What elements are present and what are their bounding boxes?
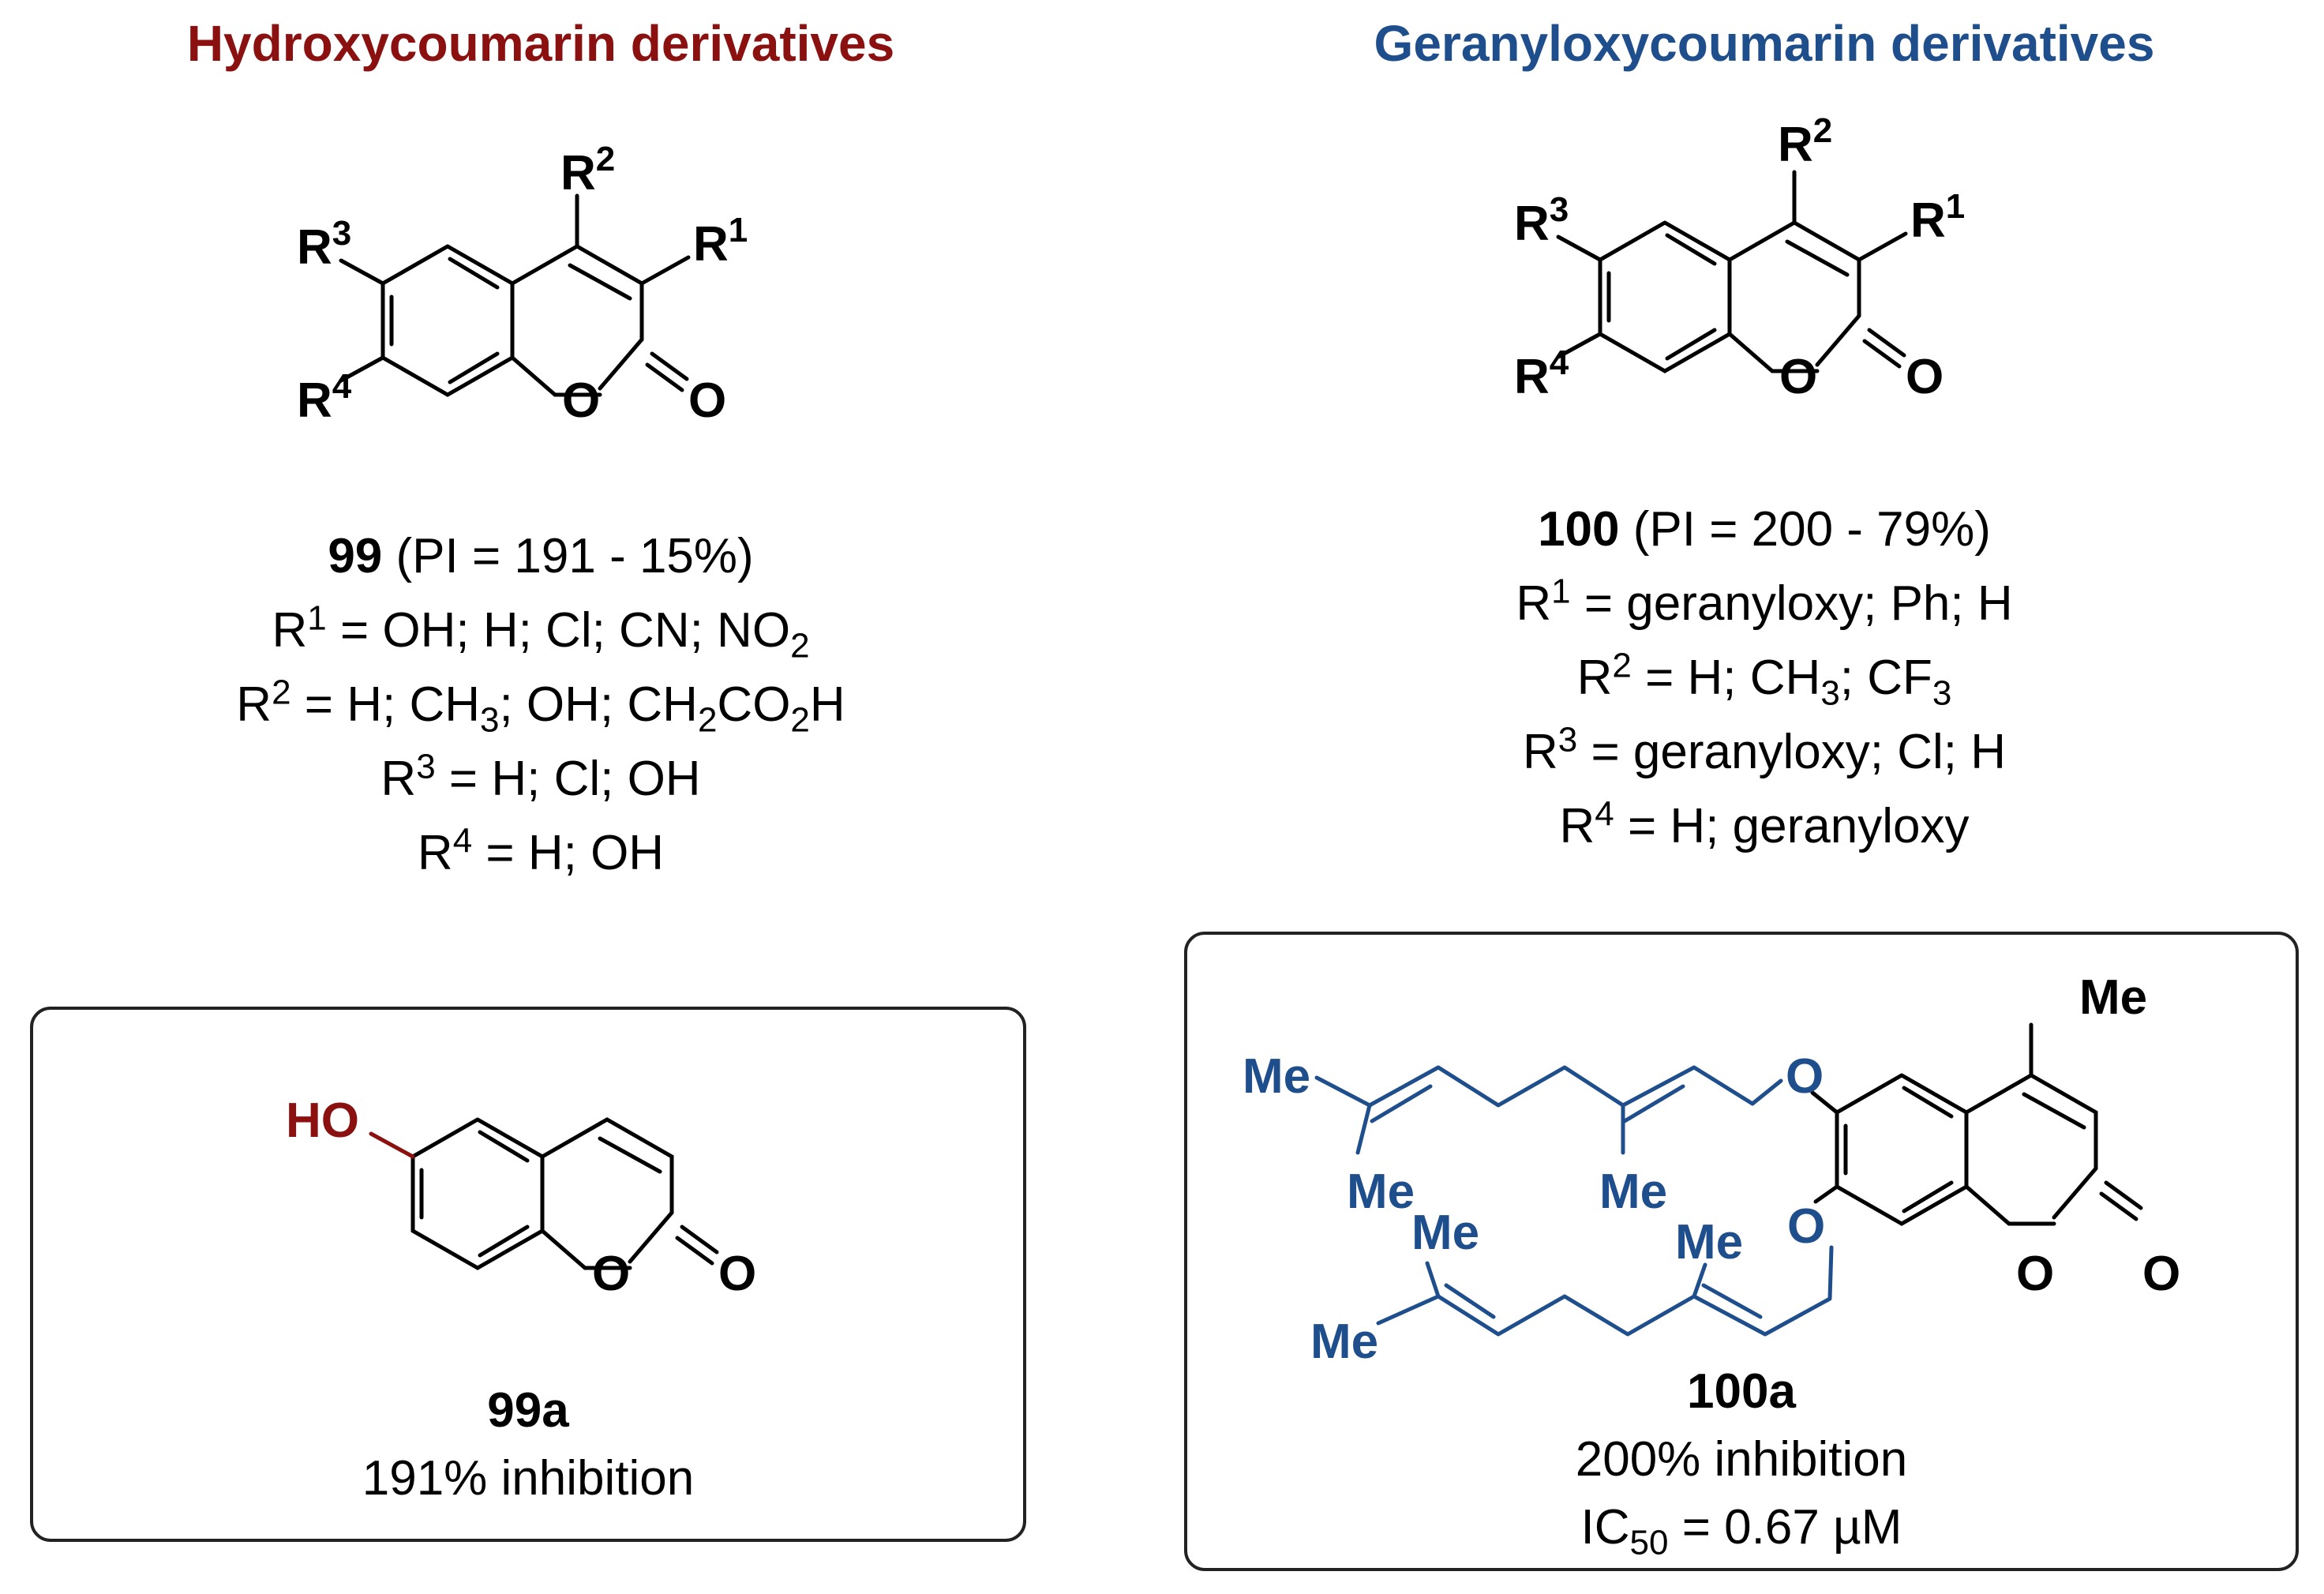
svg-text:O: O [592, 1247, 630, 1301]
svg-text:O: O [688, 373, 726, 428]
structure-99-labels: R2 R1 R3 R4 O O [297, 140, 748, 428]
svg-text:R2: R2 [1778, 111, 1832, 172]
r2-line: R2 = H; CH3; OH; CH2CO2H [236, 673, 845, 740]
r4-line: R4 = H; OH [417, 821, 665, 880]
compound-100a-activity: 200% inhibition [1575, 1432, 1908, 1487]
compound-100-title: 100 (PI = 200 - 79%) [1538, 502, 1991, 557]
compound-100a-id: 100a [1687, 1364, 1796, 1419]
structure-100a-bonds [1810, 1022, 2143, 1226]
compound-99-description: 99 (PI = 191 - 15%) R1 = OH; H; Cl; CN; … [32, 519, 1050, 891]
svg-text:R3: R3 [1514, 190, 1569, 251]
svg-text:R1: R1 [1910, 187, 1965, 248]
structure-99a-labels: HO O O [286, 1093, 756, 1301]
svg-text:Me: Me [2079, 970, 2147, 1025]
compound-100-description: 100 (PI = 200 - 79%) R1 = geranyloxy; Ph… [1231, 493, 2297, 864]
svg-text:R3: R3 [297, 214, 351, 275]
structure-99-bonds [339, 193, 691, 397]
compound-99a-activity: 191% inhibition [362, 1451, 695, 1506]
svg-text:Me: Me [1243, 1049, 1310, 1104]
r3-line: R3 = geranyloxy; Cl; H [1523, 720, 2006, 779]
svg-text:R2: R2 [560, 140, 615, 201]
svg-text:O: O [1786, 1049, 1824, 1104]
r1-line: R1 = geranyloxy; Ph; H [1516, 572, 2013, 631]
header-hydroxycoumarin: Hydroxycoumarin derivatives [186, 15, 895, 72]
geranyl-chains [1314, 1065, 1834, 1337]
svg-text:HO: HO [286, 1093, 359, 1148]
svg-text:O: O [1787, 1199, 1825, 1254]
structure-100-labels: R2 R1 R3 R4 O O [1514, 111, 1965, 404]
svg-text:O: O [718, 1247, 756, 1301]
structure-100-bonds [1556, 170, 1908, 373]
structure-100a-labels: O O O O Me Me Me Me Me Me Me [1243, 970, 2180, 1369]
r4-line: R4 = H; geranyloxy [1559, 794, 1970, 853]
svg-text:O: O [2142, 1247, 2180, 1301]
compound-100a-box [1184, 932, 2299, 1571]
r2-line: R2 = H; CH3; CF3 [1576, 646, 1952, 713]
svg-text:R4: R4 [297, 367, 352, 428]
svg-text:O: O [2016, 1247, 2054, 1301]
svg-text:O: O [1779, 350, 1817, 404]
svg-text:Me: Me [1310, 1315, 1378, 1369]
svg-text:R1: R1 [693, 211, 748, 272]
structure-99a-bonds [410, 1117, 719, 1270]
svg-text:Me: Me [1599, 1165, 1667, 1219]
header-geranyloxycoumarin: Geranyloxycoumarin derivatives [1374, 15, 2155, 72]
hydroxyl-bond [369, 1131, 415, 1159]
compound-99a-caption: 99a 191% inhibition [30, 1377, 1026, 1513]
svg-text:O: O [562, 373, 600, 428]
compound-99a-id: 99a [487, 1383, 569, 1438]
r1-line: R1 = OH; H; Cl; CN; NO2 [272, 598, 810, 666]
svg-text:Me: Me [1347, 1165, 1415, 1219]
r3-line: R3 = H; Cl; OH [380, 747, 701, 806]
svg-text:Me: Me [1411, 1206, 1479, 1260]
compound-99a-box [30, 1007, 1026, 1542]
svg-text:Me: Me [1675, 1215, 1743, 1270]
compound-100a-caption: 100a 200% inhibition IC50 = 0.67 µM [1184, 1358, 2299, 1562]
svg-text:O: O [1906, 350, 1944, 404]
svg-text:R4: R4 [1514, 343, 1569, 404]
compound-99-title: 99 (PI = 191 - 15%) [328, 529, 754, 583]
compound-100a-ic50: IC50 = 0.67 µM [1580, 1500, 1902, 1562]
